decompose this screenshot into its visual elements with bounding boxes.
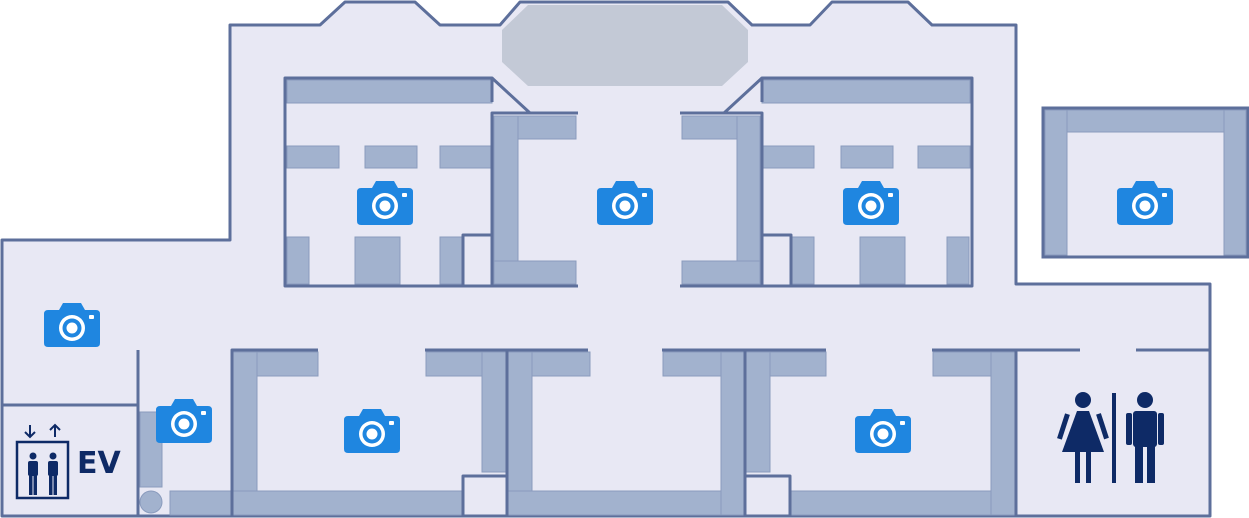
elevator[interactable]: EV bbox=[15, 423, 121, 500]
main-building-outline bbox=[0, 0, 1212, 518]
elevator-icon bbox=[15, 423, 70, 500]
interior-walls bbox=[2, 76, 1210, 518]
skylight bbox=[502, 5, 748, 86]
shelving bbox=[139, 79, 1247, 516]
restroom-icon[interactable] bbox=[1057, 392, 1164, 483]
elevator-label: EV bbox=[77, 446, 121, 481]
